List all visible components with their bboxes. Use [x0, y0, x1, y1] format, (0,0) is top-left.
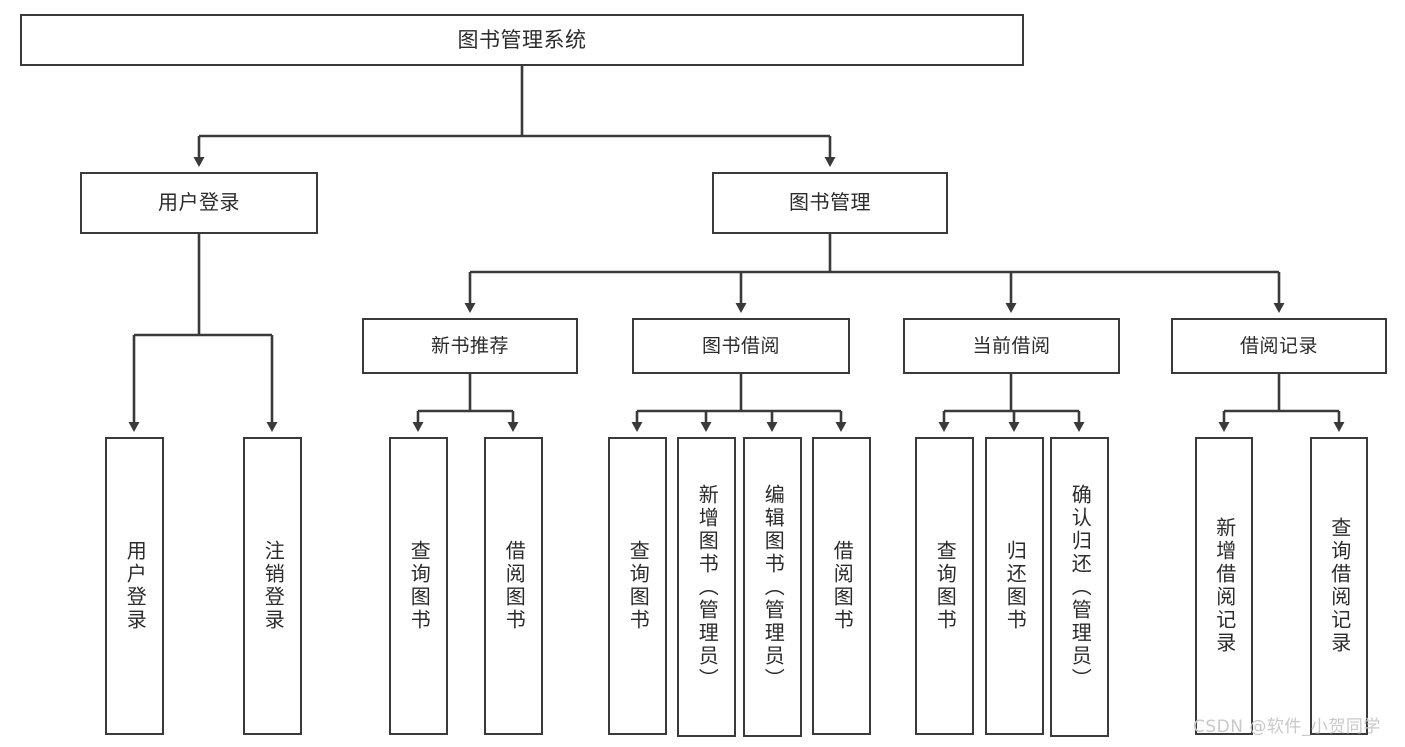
node-label: 借阅图书: [502, 540, 527, 632]
node-leaf-add-borrow-record[interactable]: 新增借阅记录: [1195, 437, 1253, 735]
node-label: 借阅记录: [1239, 334, 1318, 357]
node-new-book-recommend[interactable]: 新书推荐: [362, 318, 578, 374]
node-label: 查询图书: [933, 540, 958, 632]
node-label: 新增借阅记录: [1212, 517, 1237, 655]
node-label: 新增图书（管理员）: [695, 483, 720, 691]
node-label: 新书推荐: [430, 334, 509, 357]
node-leaf-query-book-3[interactable]: 查询图书: [915, 437, 974, 735]
node-leaf-query-book-2[interactable]: 查询图书: [608, 437, 667, 735]
node-label: 归还图书: [1003, 540, 1028, 632]
node-label: 查询图书: [407, 540, 432, 632]
node-label: 图书管理: [789, 190, 871, 215]
node-leaf-query-book-1[interactable]: 查询图书: [389, 437, 448, 735]
node-leaf-user-login[interactable]: 用户登录: [105, 437, 164, 735]
node-label: 图书借阅: [701, 334, 780, 357]
node-leaf-logout[interactable]: 注销登录: [243, 437, 302, 735]
node-label: 用户登录: [158, 190, 240, 215]
node-leaf-borrow-book-2[interactable]: 借阅图书: [812, 437, 871, 735]
node-book-borrow[interactable]: 图书借阅: [632, 318, 850, 374]
node-leaf-add-book[interactable]: 新增图书（管理员）: [677, 437, 736, 737]
node-leaf-edit-book[interactable]: 编辑图书（管理员）: [743, 437, 802, 737]
node-label: 查询图书: [626, 540, 651, 632]
node-current-borrow[interactable]: 当前借阅: [903, 318, 1120, 374]
node-user-login[interactable]: 用户登录: [80, 172, 318, 234]
node-book-manage[interactable]: 图书管理: [712, 172, 948, 234]
node-label: 图书管理系统: [457, 27, 587, 52]
node-leaf-borrow-book-1[interactable]: 借阅图书: [484, 437, 543, 735]
watermark-text: CSDN @软件_小贺同学: [1193, 717, 1381, 737]
node-root-system[interactable]: 图书管理系统: [20, 14, 1024, 66]
node-label: 查询借阅记录: [1327, 517, 1352, 655]
node-leaf-confirm-return[interactable]: 确认归还（管理员）: [1050, 437, 1109, 737]
node-label: 借阅图书: [830, 540, 855, 632]
node-borrow-record[interactable]: 借阅记录: [1171, 318, 1387, 374]
node-label: 当前借阅: [972, 334, 1051, 357]
node-label: 确认归还（管理员）: [1068, 483, 1093, 691]
node-leaf-query-borrow-record[interactable]: 查询借阅记录: [1310, 437, 1368, 735]
node-label: 注销登录: [261, 540, 286, 632]
node-leaf-return-book[interactable]: 归还图书: [985, 437, 1044, 735]
node-label: 编辑图书（管理员）: [761, 483, 786, 691]
node-label: 用户登录: [123, 540, 148, 632]
